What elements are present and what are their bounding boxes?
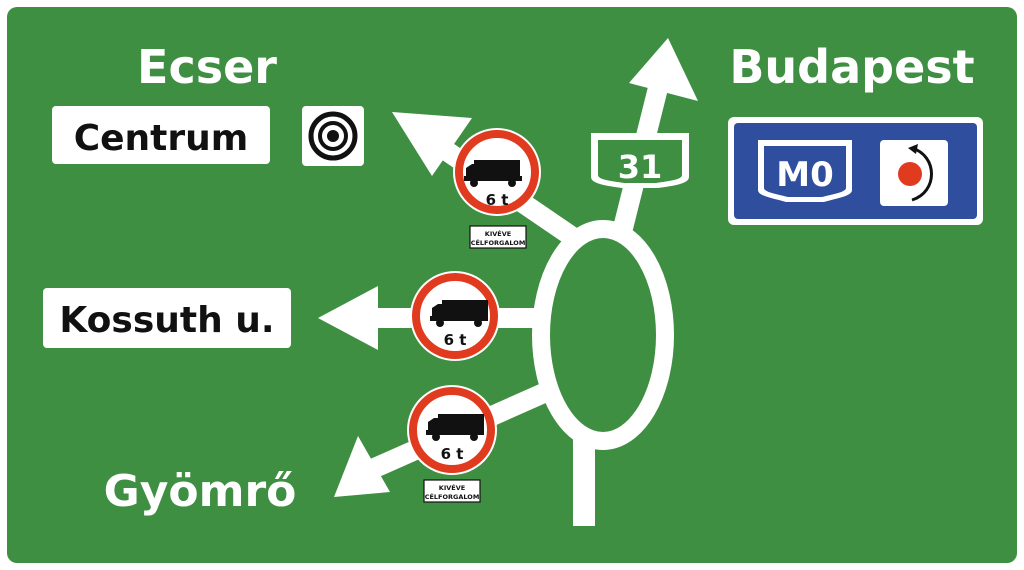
arrow-heads bbox=[318, 38, 698, 497]
arrow-left-icon bbox=[318, 286, 378, 350]
plate-line-1: KIVÉVE bbox=[439, 483, 465, 492]
supplementary-plate bbox=[469, 225, 527, 249]
arrow-up-icon bbox=[629, 38, 698, 101]
arrow-up-left-icon bbox=[392, 112, 472, 176]
road-number-label: 31 bbox=[618, 148, 663, 186]
arrow-down-left-icon bbox=[334, 436, 390, 497]
destination-ecser: Ecser bbox=[137, 40, 277, 94]
centrum-label: Centrum bbox=[74, 118, 249, 159]
weight-limit-label: 6 t bbox=[444, 331, 467, 349]
weight-limit-label: 6 t bbox=[441, 445, 464, 463]
motorway-label: M0 bbox=[776, 155, 834, 195]
supplementary-plate bbox=[423, 479, 481, 503]
destination-gyomro: Gyömrő bbox=[104, 466, 297, 517]
weight-restriction-sign: 6 t KIVÉVE CÉLFORGALOM bbox=[407, 385, 497, 503]
kossuth-label: Kossuth u. bbox=[59, 300, 274, 341]
road-number-shield: 31 bbox=[591, 133, 689, 188]
plate-line-2: CÉLFORGALOM bbox=[471, 238, 526, 247]
plate-line-2: CÉLFORGALOM bbox=[425, 492, 480, 501]
kossuth-panel bbox=[43, 288, 291, 348]
weight-limit-label: 6 t bbox=[486, 191, 509, 209]
destination-budapest: Budapest bbox=[729, 40, 974, 94]
weight-restriction-signs: 6 t KIVÉVE CÉLFORGALOM 6 t bbox=[407, 128, 541, 503]
truck-icon bbox=[426, 414, 484, 441]
weight-restriction-sign: 6 t KIVÉVE CÉLFORGALOM bbox=[453, 128, 541, 249]
centrum-panel bbox=[52, 106, 270, 164]
weight-restriction-sign: 6 t bbox=[410, 271, 500, 361]
truck-icon bbox=[464, 160, 522, 187]
plate-line-1: KIVÉVE bbox=[485, 229, 511, 238]
city-centre-icon bbox=[302, 106, 364, 166]
motorway-panel: M0 bbox=[728, 117, 983, 225]
roundabout-ring bbox=[532, 220, 674, 450]
truck-icon bbox=[430, 300, 488, 327]
